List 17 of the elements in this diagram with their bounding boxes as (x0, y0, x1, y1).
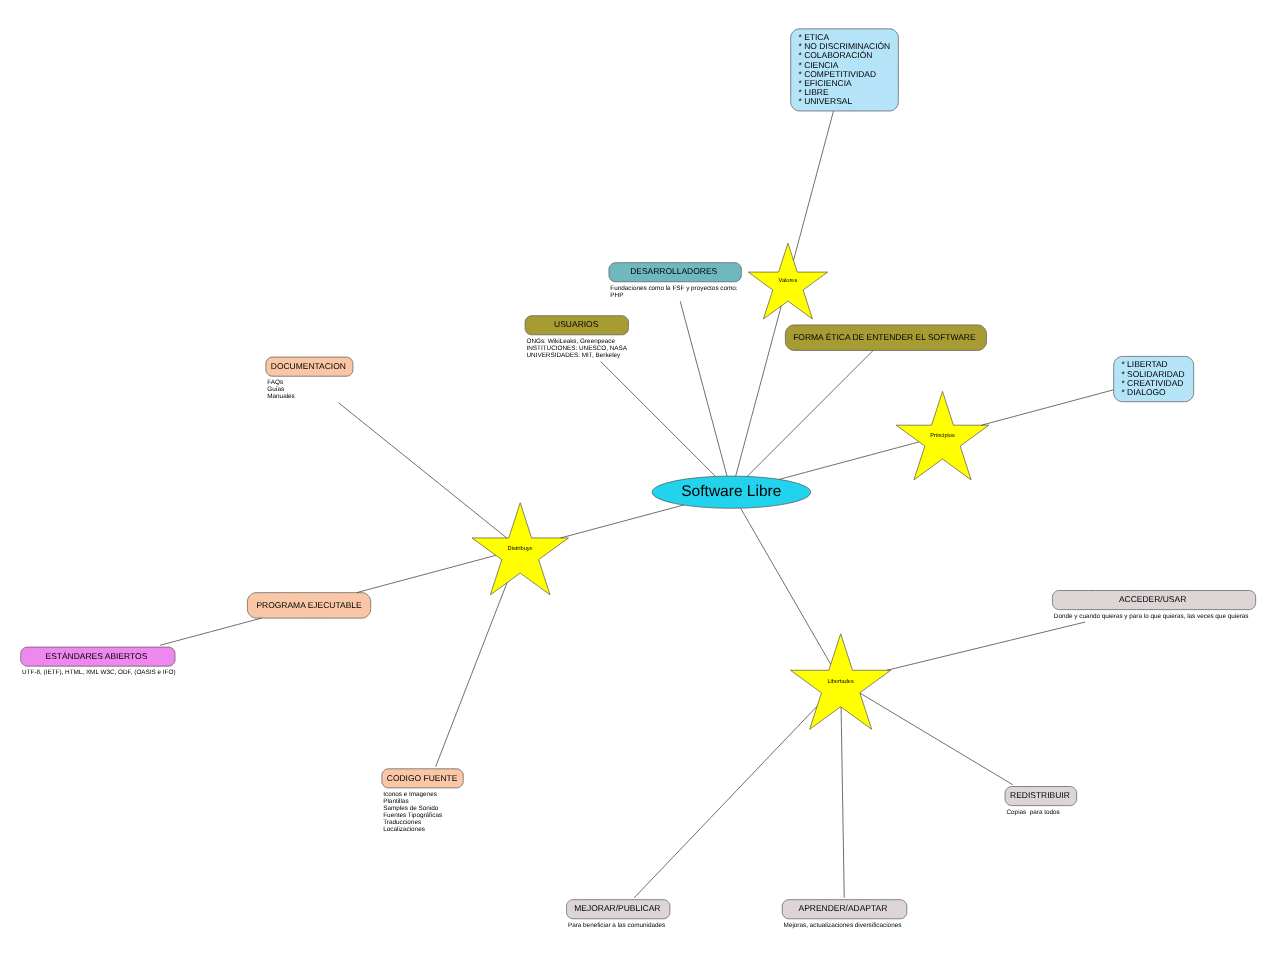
connector (981, 388, 1114, 425)
connector (338, 401, 508, 538)
connector (560, 503, 684, 538)
connector (633, 704, 818, 898)
connector (740, 506, 831, 664)
connector (159, 616, 262, 645)
connector (356, 554, 497, 592)
connector (778, 440, 920, 479)
connector (840, 705, 845, 898)
connector (600, 360, 716, 476)
connector (435, 581, 508, 767)
connector (735, 304, 782, 476)
connector (886, 620, 1086, 670)
connector (793, 109, 834, 260)
connector (679, 299, 728, 476)
connector (859, 691, 1014, 785)
connector (746, 349, 874, 476)
